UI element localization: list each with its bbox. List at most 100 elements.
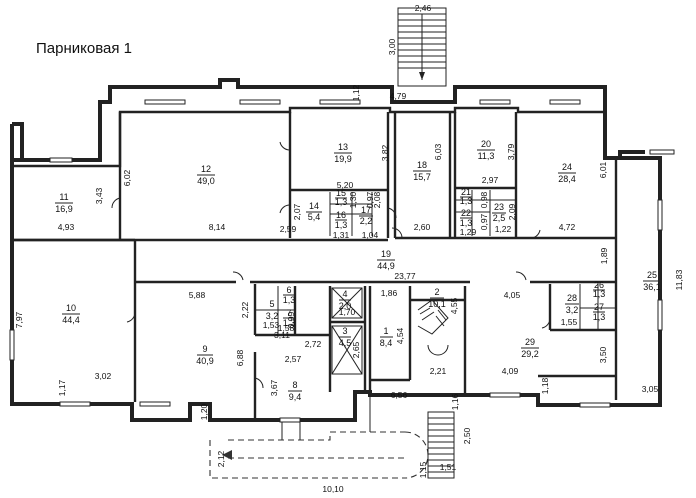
room-4-number: 4 — [342, 289, 347, 299]
room-28: 28 3,2 — [565, 293, 579, 315]
dimension-label: 2,07 — [292, 203, 302, 220]
room-21-area: 1,3 — [460, 196, 473, 206]
room-12-number: 12 — [201, 164, 211, 174]
room-18-area: 15,7 — [413, 172, 431, 182]
room-24-number: 24 — [562, 162, 572, 172]
room-3: 3 4,5 — [339, 326, 352, 348]
dimension-label: 1,29 — [460, 227, 477, 237]
room-20-number: 20 — [481, 139, 491, 149]
dimension-label: 6,03 — [433, 143, 443, 160]
dimension-label: 2,50 — [462, 427, 472, 444]
room-27-number: 27 — [594, 302, 604, 312]
room-26-area: 1,3 — [593, 289, 606, 299]
room-9-number: 9 — [202, 344, 207, 354]
top-staircase — [397, 7, 447, 87]
dimension-label: 1,22 — [495, 224, 512, 234]
room-20-area: 11,3 — [478, 151, 495, 161]
room-25: 25 36,1 — [643, 270, 661, 292]
room-13-area: 19,9 — [334, 154, 352, 164]
room-28-area: 3,2 — [566, 305, 579, 315]
dimension-label: 0,98 — [479, 191, 489, 208]
dimension-label: 2,97 — [482, 175, 499, 185]
room-7-area: 1,3 — [283, 318, 296, 328]
dimension-label: 0,97 — [479, 213, 489, 230]
dimension-label: 1,16 — [450, 393, 460, 410]
room-4: 4 2,0 — [339, 289, 352, 311]
dimension-label: 3,11 — [274, 330, 290, 340]
dimension-label: 2,59 — [280, 224, 297, 234]
room-24: 24 28,4 — [558, 162, 576, 184]
dimension-label: 2,09 — [507, 203, 517, 220]
room-20: 20 11,3 — [477, 139, 495, 161]
room-15: 15 1,3 — [335, 188, 348, 207]
dimension-label: 1,70 — [339, 307, 356, 317]
room-22-number: 22 — [461, 208, 471, 218]
dimension-label: 2,65 — [351, 341, 361, 358]
room-4-area: 2,0 — [339, 301, 352, 311]
room-6-number: 6 — [286, 285, 291, 295]
dimension-label: 2,57 — [285, 354, 302, 364]
room-28-number: 28 — [567, 293, 577, 303]
room-19-number: 19 — [381, 249, 391, 259]
room-15-number: 15 — [336, 188, 346, 198]
room-10-number: 10 — [66, 303, 76, 313]
dimension-label: 3,67 — [269, 379, 279, 396]
room-9: 9 40,9 — [196, 344, 214, 366]
dimension-label: 3,43 — [94, 187, 104, 204]
dimension-label: 5,88 — [189, 290, 206, 300]
dimension-label: 2,12 — [216, 450, 226, 467]
dimension-label: 1,30 — [348, 191, 358, 208]
dimension-label: 3,82 — [380, 144, 390, 161]
room-24-area: 28,4 — [558, 174, 576, 184]
dimension-label: 1,55 — [561, 317, 578, 327]
dimension-label: 4,79 — [390, 91, 407, 101]
room-5-area: 3,2 — [266, 311, 279, 321]
dimension-label: 4,54 — [395, 327, 405, 344]
room-22-area: 1,3 — [460, 218, 473, 228]
room-23-number: 23 — [494, 202, 504, 212]
room-13: 13 19,9 — [334, 142, 352, 164]
dimension-label: 1,58 — [278, 323, 295, 333]
room-14: 14 5,4 — [306, 201, 322, 222]
room-21-number: 21 — [461, 187, 471, 197]
room-9-area: 40,9 — [196, 356, 214, 366]
room-7: 7 1,3 — [283, 308, 296, 328]
dimension-label: 6,88 — [235, 349, 245, 366]
room-27: 27 1,3 — [593, 302, 606, 322]
dimension-label: 10,10 — [322, 484, 344, 494]
room-3-area: 4,5 — [339, 338, 352, 348]
dimension-label: 4,55 — [449, 297, 459, 314]
room-21: 21 1,3 — [460, 187, 473, 206]
room-8-area: 9,4 — [289, 392, 302, 402]
dimension-label: 8,14 — [209, 222, 226, 232]
bottom-ramp — [209, 392, 455, 479]
room-18-number: 18 — [417, 160, 427, 170]
room-29-area: 29,2 — [521, 349, 539, 359]
room-12: 12 49,0 — [197, 164, 215, 186]
room-17: 17 2,2 — [359, 205, 373, 226]
dimension-label: 6,02 — [122, 169, 132, 186]
dimension-label: 3,05 — [642, 384, 659, 394]
room-16-area: 1,3 — [335, 220, 348, 230]
room-2-number: 2 — [434, 287, 439, 297]
dimension-label: 3,00 — [387, 38, 397, 55]
room-14-area: 5,4 — [308, 212, 321, 222]
room-3-number: 3 — [342, 326, 347, 336]
room-23: 23 2,5 — [492, 202, 506, 223]
room-26: 26 1,3 — [593, 280, 606, 299]
dimension-label: 2,60 — [414, 222, 431, 232]
dimension-label: 6,56 — [391, 390, 408, 400]
room-25-area: 36,1 — [643, 282, 661, 292]
dimension-label: 3,02 — [95, 371, 112, 381]
dimension-label: 4,09 — [502, 366, 519, 376]
dimension-label: 5,20 — [337, 180, 354, 190]
room-11-number: 11 — [59, 192, 68, 202]
doors — [111, 141, 551, 389]
room-29: 29 29,2 — [521, 337, 539, 359]
interior-walls — [10, 106, 618, 420]
room-8-number: 8 — [292, 380, 297, 390]
room-2-area: 10,1 — [428, 299, 446, 309]
windows — [9, 99, 675, 423]
room-19-area: 44,9 — [377, 261, 395, 271]
